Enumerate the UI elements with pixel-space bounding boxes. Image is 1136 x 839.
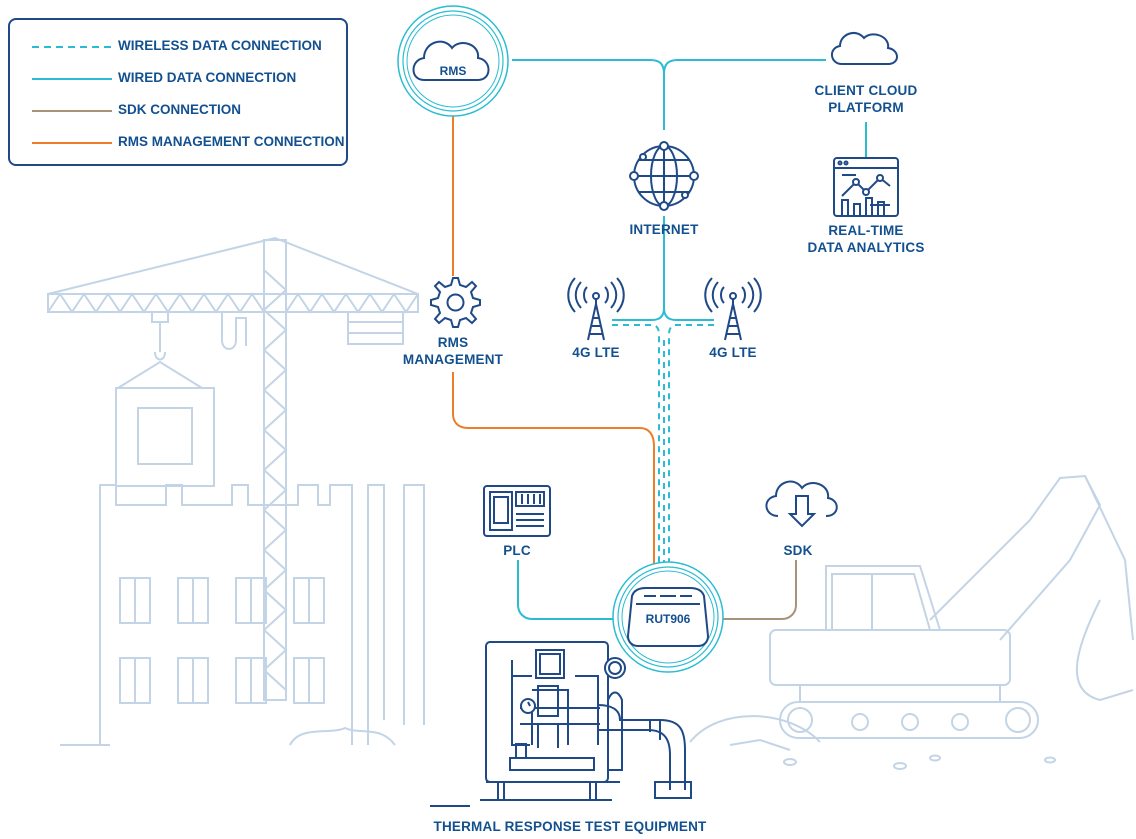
legend-swatch-wired <box>32 78 112 80</box>
legend-item-sdk: SDK CONNECTION <box>10 100 346 120</box>
gear-icon <box>430 277 481 328</box>
legend-label: WIRELESS DATA CONNECTION <box>118 38 322 53</box>
internet-label: INTERNET <box>629 222 699 237</box>
legend-swatch-wireless <box>32 46 112 48</box>
wireless-line-right <box>668 324 714 568</box>
client-cloud-node <box>831 31 898 65</box>
thermal-equipment-illustration <box>430 641 692 807</box>
connection-lines <box>452 59 867 620</box>
lte-left-node <box>567 277 625 341</box>
legend-item-wireless: WIRELESS DATA CONNECTION <box>10 36 346 56</box>
rms-management-label: RMS MANAGEMENT <box>398 334 508 368</box>
rms-management-label-line1: RMS <box>437 335 469 350</box>
wired-line-rms-internet <box>512 59 665 130</box>
lte-right-node <box>704 277 762 341</box>
client-cloud-label-line2: PLATFORM <box>828 100 904 115</box>
client-cloud-label: CLIENT CLOUD PLATFORM <box>800 82 932 116</box>
legend: WIRELESS DATA CONNECTION WIRED DATA CONN… <box>8 18 348 166</box>
wireless-line-left <box>612 324 660 568</box>
router-icon <box>626 587 710 647</box>
analytics-label: REAL-TIME DATA ANALYTICS <box>796 222 936 256</box>
legend-swatch-sdk <box>32 110 112 112</box>
sdk-node <box>765 480 838 528</box>
cloud-icon <box>831 31 898 65</box>
analytics-node <box>833 157 899 217</box>
lte-right-label: 4G LTE <box>709 345 757 360</box>
plc-label: PLC <box>503 543 531 558</box>
legend-label: WIRED DATA CONNECTION <box>118 70 297 85</box>
internet-node <box>629 141 699 211</box>
plc-node <box>483 485 551 537</box>
crane-illustration <box>47 236 419 701</box>
cloud-icon <box>412 40 490 81</box>
analytics-label-line2: DATA ANALYTICS <box>807 240 925 255</box>
rms-management-label-line2: MANAGEMENT <box>402 352 504 367</box>
router-label: RUT906 <box>645 612 691 626</box>
thermal-equipment-icon <box>485 641 609 783</box>
legend-label: SDK CONNECTION <box>118 102 242 117</box>
tower-icon <box>724 298 742 341</box>
sdk-label: SDK <box>783 543 813 558</box>
rms-management-node <box>430 277 481 328</box>
tower-icon <box>587 298 605 341</box>
legend-label: RMS MANAGEMENT CONNECTION <box>118 134 345 149</box>
client-cloud-label-line1: CLIENT CLOUD <box>814 83 918 98</box>
rms-node <box>397 5 509 117</box>
analytics-label-line1: REAL-TIME <box>828 223 904 238</box>
wired-line-internet-cloud <box>663 59 826 75</box>
rms-label: RMS <box>439 64 467 78</box>
legend-item-wired: WIRED DATA CONNECTION <box>10 68 346 88</box>
router-node <box>612 561 724 673</box>
legend-item-rms: RMS MANAGEMENT CONNECTION <box>10 132 346 152</box>
sdk-line <box>722 560 797 620</box>
wired-line-plc <box>517 560 614 620</box>
lte-left-label: 4G LTE <box>572 345 620 360</box>
equipment-label: THERMAL RESPONSE TEST EQUIPMENT <box>433 819 707 834</box>
rms-line-bottom <box>452 372 655 568</box>
excavator-illustration <box>689 474 1134 770</box>
building-illustration <box>60 484 425 746</box>
legend-swatch-rms <box>32 142 112 144</box>
